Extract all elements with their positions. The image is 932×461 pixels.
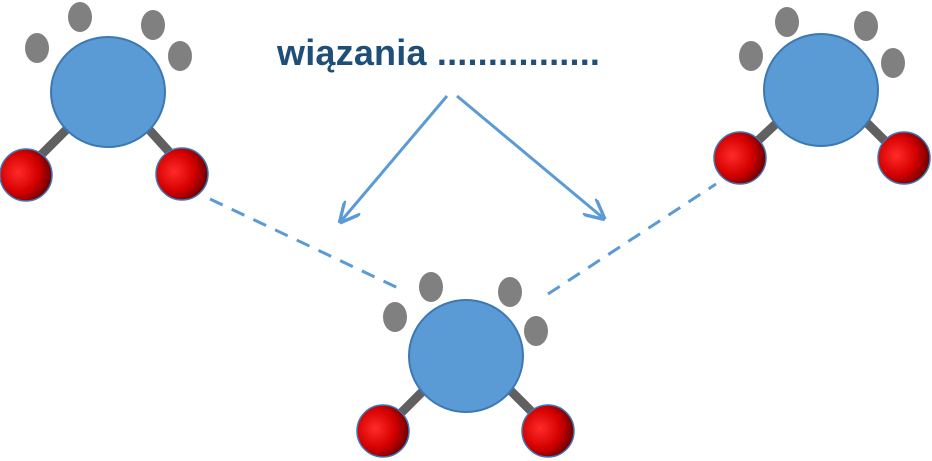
lone-pair-electron — [881, 48, 905, 78]
molecule-top-left — [0, 2, 209, 202]
lone-pair-electron — [141, 10, 165, 40]
bonded-atom — [713, 131, 767, 185]
central-atom — [408, 299, 524, 413]
lone-pair-electron — [168, 41, 192, 71]
central-atom — [50, 36, 166, 148]
lone-pair-electron — [854, 11, 878, 41]
bonded-atom — [356, 404, 410, 458]
arrow-right — [456, 94, 602, 217]
bonded-atom — [877, 131, 931, 185]
bonded-atom — [155, 147, 209, 201]
lone-pair-electron — [383, 302, 407, 332]
central-atom — [763, 33, 879, 147]
bonded-atom — [521, 404, 575, 458]
molecule-bottom-center — [356, 272, 575, 458]
bonded-atom — [0, 148, 53, 202]
lone-pair-electron — [524, 316, 548, 346]
bond-label: wiązania ................ — [277, 32, 601, 73]
lone-pair-electron — [68, 2, 92, 32]
lone-pair-electron — [739, 41, 763, 71]
arrow-left — [342, 95, 449, 220]
lone-pair-electron — [775, 7, 799, 37]
lone-pair-electron — [498, 277, 522, 307]
hydrogen-bond-right — [547, 182, 717, 296]
lone-pair-electron — [25, 33, 49, 63]
molecule-top-right — [713, 7, 931, 185]
lone-pair-electron — [419, 272, 443, 302]
hydrogen-bond-left — [209, 197, 399, 290]
